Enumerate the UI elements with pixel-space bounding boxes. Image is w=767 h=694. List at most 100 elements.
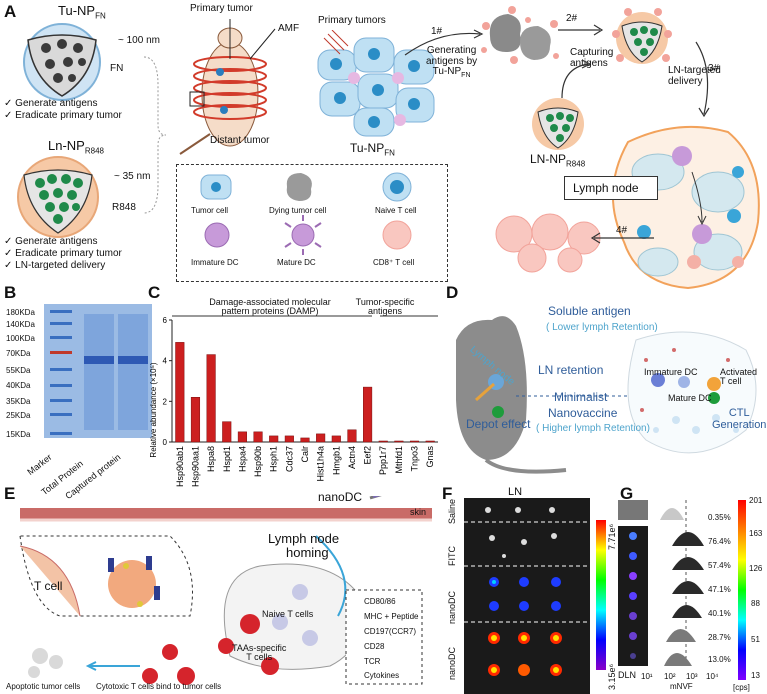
g-scale-0: 201 xyxy=(749,496,763,505)
panel-f-label: F xyxy=(442,484,453,503)
arrow-1 xyxy=(404,29,484,56)
bar-hist1h4a xyxy=(316,433,326,443)
naive-t-cells: Naive T cells xyxy=(262,609,314,619)
tu-np-fn: FN xyxy=(110,63,124,74)
mature-dc-d: Mature DC xyxy=(668,393,712,403)
g-colorbar xyxy=(738,500,746,680)
legend-tcr: TCR xyxy=(364,657,381,666)
ladder-6: 35KDa xyxy=(6,397,31,406)
bar-hsph1 xyxy=(269,435,279,443)
bar-actn4 xyxy=(347,429,357,443)
bar-hsp90aa1 xyxy=(190,397,201,443)
category-label: Mthfd1 xyxy=(394,446,404,474)
step-4: 4# xyxy=(616,225,628,236)
apoptotic-label: Apoptotic tumor cells xyxy=(6,682,81,691)
g-scale-4: 51 xyxy=(751,635,760,644)
bar-gnas xyxy=(425,440,435,443)
ladder-3: 70KDa xyxy=(6,349,31,358)
panel-e-label: E xyxy=(4,484,16,503)
bar-eef2 xyxy=(363,386,373,443)
bar-hspa4 xyxy=(237,431,247,443)
pct-6: 13.0% xyxy=(708,655,731,664)
row-nanodc-2: nanoDC xyxy=(447,646,457,680)
row-nanodc-1: nanoDC xyxy=(447,590,457,624)
antigen-captured-particle xyxy=(612,8,672,64)
primary-tumor-label: Primary tumor xyxy=(190,3,253,14)
minimalist: Minimalist xyxy=(554,390,608,404)
tu-np-check-2: ✓ Eradicate primary tumor xyxy=(4,110,122,121)
tu-np-flow-label: Tu-NPFN xyxy=(350,141,395,158)
chart-ylabel: Relative abundance (×10⁵) xyxy=(150,362,158,457)
lower-retention: ( Lower lymph Retention) xyxy=(546,322,658,333)
category-label: Hmgb1 xyxy=(331,446,341,475)
pct-5: 28.7% xyxy=(708,633,731,642)
ln-np-check-3: ✓ LN-targeted delivery xyxy=(4,260,106,271)
pct-2: 57.4% xyxy=(708,561,731,570)
g-scale-2: 126 xyxy=(749,564,763,573)
legend-naive-t-cell: Naive T cell xyxy=(375,206,417,215)
nanodc-illustration xyxy=(19,496,432,685)
dying-tumor-cells xyxy=(481,6,559,64)
bar-cdc37 xyxy=(284,435,294,443)
bar-hspd1 xyxy=(222,421,232,443)
legend-cd28: CD28 xyxy=(364,642,385,651)
legend-cd8-t-cell: CD8⁺ T cell xyxy=(373,258,415,267)
y-tick-label: 4 xyxy=(163,357,168,366)
bar-tnpo3 xyxy=(409,440,420,443)
ln-np-r848: R848 xyxy=(112,202,136,213)
row-saline: Saline xyxy=(447,498,457,524)
panel-g-label: G xyxy=(620,484,634,503)
skin-label: skin xyxy=(410,507,427,517)
panel-a-label: A xyxy=(4,2,17,21)
category-label: Calr xyxy=(300,446,310,463)
primary-tumors-cluster xyxy=(317,30,435,137)
category-label: Gnas xyxy=(425,446,435,468)
category-label: Ppp1r7 xyxy=(378,446,388,475)
pct-0: 0.35% xyxy=(708,513,731,522)
category-label: Cdc37 xyxy=(284,446,294,472)
legend-immature-dc: Immature DC xyxy=(191,258,239,267)
g-scale-3: 88 xyxy=(751,599,760,608)
ladder-0: 180KDa xyxy=(6,308,35,317)
ln-title: LN xyxy=(508,486,523,498)
bracket xyxy=(143,56,167,214)
arrow-capture xyxy=(561,59,592,99)
sds-page-gel xyxy=(44,304,152,438)
y-tick-label: 0 xyxy=(163,438,168,447)
higher-retention: ( Higher lymph Retention) xyxy=(536,423,650,434)
g-unit: [cps] xyxy=(733,683,750,692)
category-label: Eef2 xyxy=(363,446,373,465)
category-label: Hist1h4a xyxy=(316,446,326,482)
legend-cd197: CD197(CCR7) xyxy=(364,627,417,636)
nanodc-e: nanoDC xyxy=(318,490,363,504)
pct-3: 47.1% xyxy=(708,585,731,594)
pct-4: 40.1% xyxy=(708,609,731,618)
category-label: Hspd1 xyxy=(222,446,232,472)
lane-captured: Captured protein xyxy=(63,451,123,502)
ln-np-flow-label: LN-NPR848 xyxy=(530,152,586,169)
nanovaccine: Nanovaccine xyxy=(548,406,618,420)
ln-np-check-2: ✓ Eradicate primary tumor xyxy=(4,248,122,259)
ln-np-title: Ln-NPR848 xyxy=(48,138,104,156)
lymph-node-box: Lymph node xyxy=(564,176,658,200)
legend-mhc: MHC + Peptide xyxy=(364,612,419,621)
dln-label: DLN xyxy=(618,670,637,680)
soluble-antigen: Soluble antigen xyxy=(548,304,631,318)
g-xlabel: mNVF xyxy=(670,682,693,691)
category-label: Tnpo3 xyxy=(410,446,420,472)
step-3: 3# xyxy=(708,63,720,74)
y-tick-label: 6 xyxy=(163,316,168,325)
category-label: Hsp90ab1 xyxy=(175,446,185,487)
g-scale-5: 13 xyxy=(751,671,760,680)
ln-np-check-1: ✓ Generate antigens xyxy=(4,236,98,247)
legend-tumor-cell: Tumor cell xyxy=(191,206,229,215)
bar-hsp90ab1 xyxy=(175,342,185,443)
category-label: Actn4 xyxy=(347,446,357,469)
